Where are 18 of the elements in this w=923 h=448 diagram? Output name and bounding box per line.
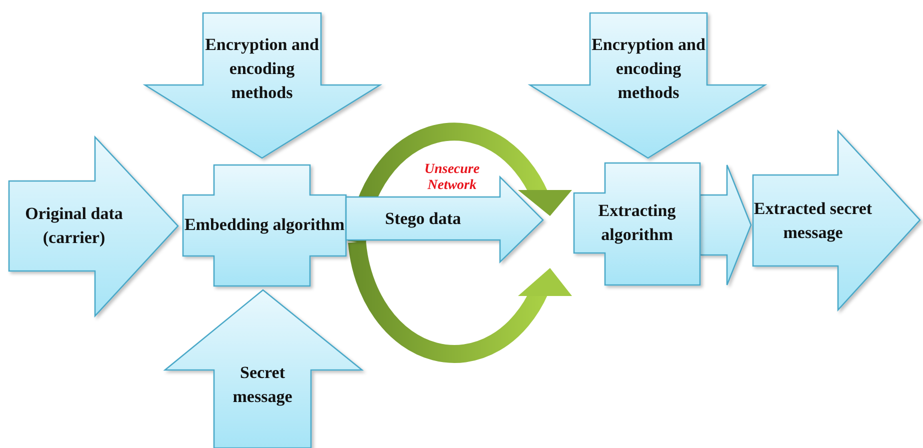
step-label: Encryption and encoding methods bbox=[204, 34, 320, 104]
process-arrow bbox=[165, 290, 362, 448]
step-label: Stego data bbox=[384, 208, 462, 230]
step-label: Encryption and encoding methods bbox=[590, 34, 706, 104]
process-arrow bbox=[145, 13, 380, 158]
process-arrow bbox=[346, 177, 543, 262]
block-arrow bbox=[699, 164, 752, 286]
process-arrow bbox=[530, 13, 765, 158]
step-label: Original data (carrier) bbox=[24, 203, 124, 249]
step-label: Secret message bbox=[232, 362, 294, 408]
step-label: Embedding algorithm bbox=[184, 214, 345, 236]
process-arrow bbox=[9, 137, 178, 316]
step-label: Extracting algorithm bbox=[597, 200, 677, 246]
network-label: Unsecure Network bbox=[423, 162, 481, 194]
process-block bbox=[574, 163, 700, 285]
process-block bbox=[183, 165, 346, 286]
process-arrow bbox=[753, 131, 920, 310]
step-label: Extracted secret message bbox=[753, 198, 873, 244]
